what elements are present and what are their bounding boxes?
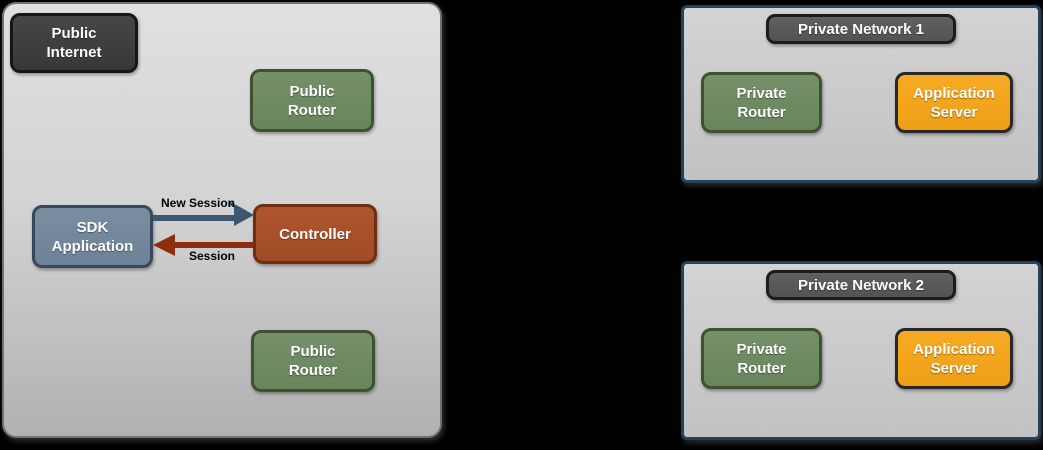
private-network-1-title: Private Network 1 (766, 14, 956, 44)
public-router-top-node: Public Router (250, 69, 374, 132)
private-network-1-panel: Private Network 1 Private Router Applica… (681, 5, 1041, 183)
private-network-1-application-server-node: Application Server (895, 72, 1013, 133)
private-network-2-title: Private Network 2 (766, 270, 956, 300)
private-network-1-private-router-node: Private Router (701, 72, 822, 133)
sdk-application-node: SDK Application (32, 205, 153, 268)
public-router-bottom-node: Public Router (251, 330, 375, 392)
private-network-2-application-server-node: Application Server (895, 328, 1013, 389)
private-network-2-panel: Private Network 2 Private Router Applica… (681, 261, 1041, 440)
new-session-arrowhead (234, 204, 254, 226)
session-arrows (153, 201, 254, 256)
private-network-2-private-router-node: Private Router (701, 328, 822, 389)
session-label: Session (188, 249, 236, 263)
public-internet-node: Public Internet (10, 13, 138, 73)
public-internet-panel: Public Internet Public Router SDK Applic… (2, 2, 442, 438)
session-arrowhead (153, 234, 175, 256)
new-session-label: New Session (160, 196, 236, 210)
controller-node: Controller (253, 204, 377, 264)
